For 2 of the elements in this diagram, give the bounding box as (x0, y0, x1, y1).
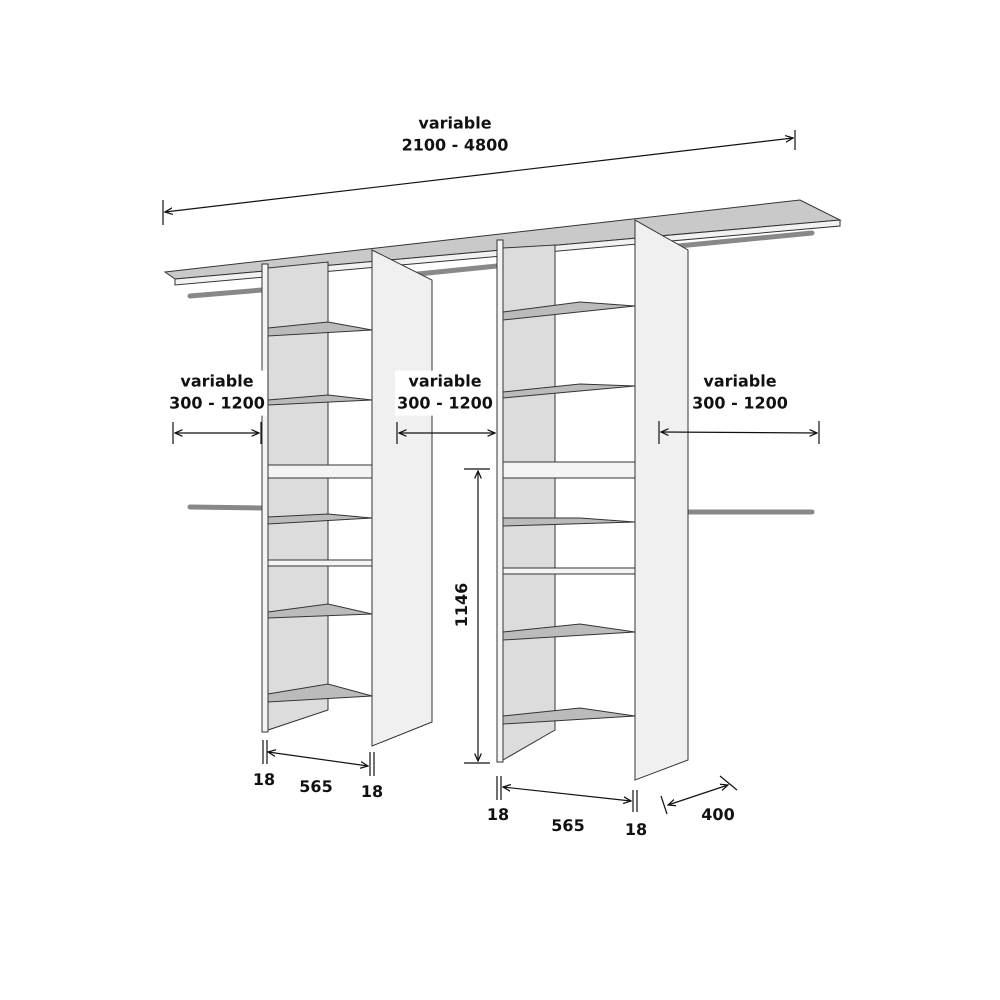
dimension-label: variable 300 - 1200 (395, 370, 495, 416)
dimension-label: variable 300 - 1200 (167, 370, 267, 416)
